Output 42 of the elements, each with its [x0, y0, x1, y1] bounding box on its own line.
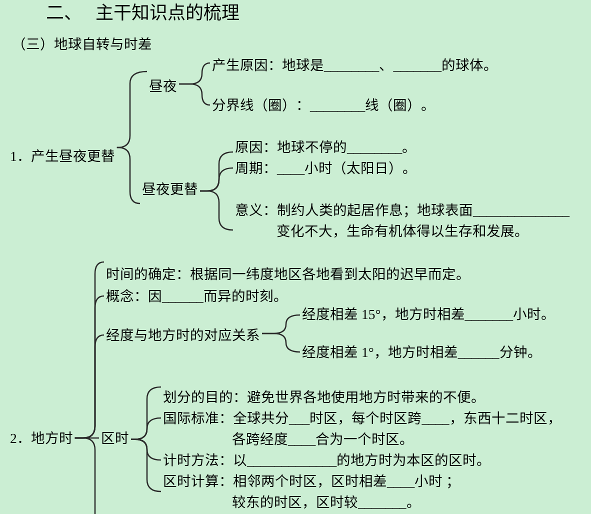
brace-arm [131, 438, 162, 492]
topic-heading: 2．地方时 [10, 428, 73, 448]
fill-in-line: _____________ [247, 452, 337, 468]
note-text: 时间的确定：根据同一纬度地区各地看到太阳的迟早而定。 [106, 264, 470, 284]
brace-arm [179, 83, 210, 106]
fill-in-sentence: 经度相差 1°，地方时相差______分钟。 [302, 342, 542, 362]
fill-in-sentence: 国际标准：全球共分___时区，每个时区跨____，东西十二时区，各跨经度____合为一个时区。 [163, 408, 564, 450]
brace-arm [200, 190, 234, 231]
fill-in-line: ____ [277, 160, 305, 176]
fill-in-line: ____ [288, 432, 316, 446]
fill-in-sentence: 区时计算：相邻两个时区，区时相差____小时 ；较东的时区，区时较_______。 [163, 470, 464, 512]
fill-in-sentence: 经度相差 15°，地方时相差_______小时。 [302, 304, 556, 324]
fill-in-sentence: 概念：因______而异的时刻。 [106, 286, 288, 306]
fill-in-line: _______ [393, 58, 442, 72]
fill-in-line: ___ [289, 410, 310, 426]
note-text: 划分的目的：避免世界各地使用地方时带来的不便。 [163, 386, 485, 408]
fill-in-sentence: 产生原因：地球是________、_______的球体。 [212, 54, 498, 76]
fill-in-sentence: 意义：制约人类的起居作息；地球表面______________变化不大，生命有机体得以生存和发展。 [235, 200, 574, 242]
fill-in-line: ____ [422, 410, 450, 426]
section-heading: （三）地球自转与时差 [12, 36, 152, 54]
fill-in-line: ______ [458, 344, 500, 360]
fill-in-sentence: 计时方法：以_____________的地方时为本区的区时。 [163, 450, 491, 470]
fill-in-line: ________ [324, 58, 380, 72]
brace-arm [116, 70, 148, 148]
fill-in-line: ____ [387, 474, 415, 488]
fill-in-sentence: 分界线（圈）：________线（圈）。 [212, 94, 436, 116]
brace-arm [74, 437, 96, 514]
subtopic-label: 区时 [101, 428, 129, 448]
page-title: 二、 主干知识点的梳理 [46, 2, 240, 24]
fill-in-line: _______ [358, 494, 406, 510]
fill-in-line: ______ [162, 288, 204, 304]
fill-in-sentence: 周期：____小时（太阳日）。 [235, 158, 417, 178]
subtopic-label: 昼夜 [149, 76, 177, 96]
fill-in-sentence: 原因：地球不停的________。 [235, 136, 416, 158]
fill-in-line: _______ [464, 306, 514, 322]
subtopic-label: 经度与地方时的对应关系 [106, 324, 260, 346]
brace-arm [262, 332, 300, 353]
fill-in-line: ________ [347, 140, 402, 154]
fill-in-line: ________ [310, 98, 366, 112]
topic-heading: 1．产生昼夜更替 [10, 146, 115, 166]
subtopic-label: 昼夜更替 [142, 178, 198, 200]
fill-in-line: ______________ [473, 202, 570, 218]
